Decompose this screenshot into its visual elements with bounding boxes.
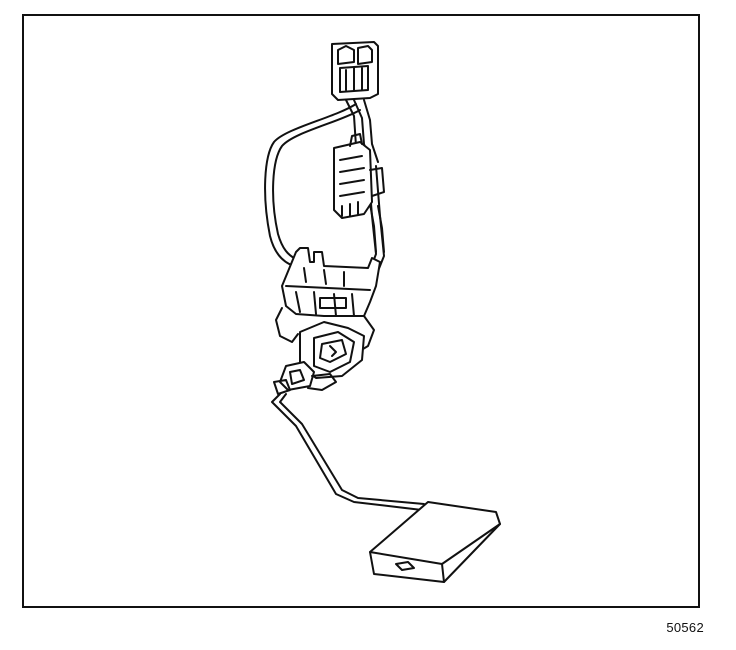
illustration-frame <box>22 14 700 608</box>
float-arm <box>271 393 425 511</box>
inline-connector <box>333 133 385 219</box>
top-connector <box>331 41 379 101</box>
sender-head <box>273 321 365 395</box>
figure-number: 50562 <box>666 620 704 635</box>
fuel-float <box>369 501 501 583</box>
mounting-bracket <box>275 247 381 353</box>
fuel-sender-illustration <box>264 41 501 583</box>
